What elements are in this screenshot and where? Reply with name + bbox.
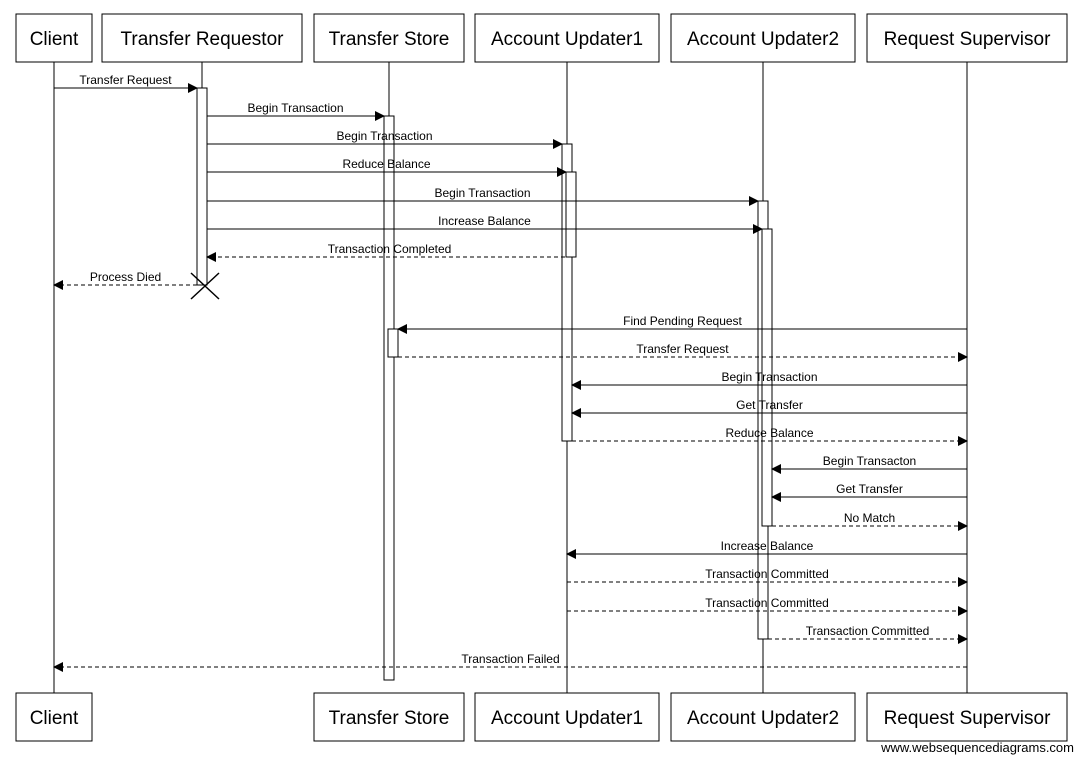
- message-label: Reduce Balance: [725, 426, 813, 440]
- terminator: [190, 272, 220, 300]
- message-label: Transaction Committed: [806, 624, 930, 638]
- message-label: Begin Transaction: [434, 186, 530, 200]
- message: Reduce Balance: [207, 157, 567, 177]
- message: Transaction Committed: [768, 624, 968, 644]
- actor-upd1-bottom: Account Updater1: [474, 692, 660, 742]
- activation-bar-upd1: [561, 143, 573, 442]
- actor-requestor-top: Transfer Requestor: [101, 13, 303, 63]
- destroy-x-icon: [190, 272, 220, 300]
- message: Reduce Balance: [572, 426, 968, 446]
- message: Find Pending Request: [397, 314, 967, 334]
- activation-bar-store: [383, 115, 395, 681]
- actor-supervisor-top: Request Supervisor: [866, 13, 1068, 63]
- message: Transaction Committed: [567, 596, 968, 616]
- message-label: Begin Transaction: [336, 129, 432, 143]
- actor-upd2-top: Account Updater2: [670, 13, 856, 63]
- actor-label: Account Updater1: [491, 29, 643, 50]
- actor-label: Client: [30, 29, 79, 50]
- message-label: Reduce Balance: [342, 157, 430, 171]
- activation-bar-store: [387, 328, 399, 358]
- actor-label: Transfer Requestor: [121, 29, 285, 50]
- actor-box: [670, 13, 856, 63]
- actor-label: Transfer Store: [329, 29, 450, 50]
- message: Increase Balance: [207, 214, 763, 234]
- actor-client-top: Client: [15, 13, 93, 63]
- actor-box: [474, 692, 660, 742]
- activation-bar-requestor: [196, 87, 208, 286]
- actor-box: [313, 692, 465, 742]
- lifelines: [53, 62, 968, 693]
- actor-box: [866, 692, 1068, 742]
- message: Begin Transaction: [571, 370, 967, 390]
- actor-label: Account Updater2: [687, 29, 839, 50]
- message: Get Transfer: [571, 398, 967, 418]
- message-label: Find Pending Request: [623, 314, 742, 328]
- activation-bar-upd2: [761, 228, 773, 527]
- actor-upd2-bottom: Account Updater2: [670, 692, 856, 742]
- message: No Match: [772, 511, 968, 531]
- message: Increase Balance: [566, 539, 967, 559]
- actor-box: [866, 13, 1068, 63]
- message-label: Begin Transacton: [823, 454, 916, 468]
- actor-label: Transfer Store: [329, 708, 450, 729]
- message: Begin Transaction: [207, 186, 759, 206]
- message-label: Transfer Request: [79, 73, 172, 87]
- message: Begin Transacton: [771, 454, 967, 474]
- message-label: Process Died: [90, 270, 161, 284]
- message-label: Transaction Failed: [461, 652, 559, 666]
- message-label: Increase Balance: [721, 539, 814, 553]
- actor-box: [101, 13, 303, 63]
- message: Process Died: [53, 270, 197, 290]
- message: Transfer Request: [398, 342, 968, 362]
- actor-store-bottom: Transfer Store: [313, 692, 465, 742]
- message-label: Begin Transaction: [721, 370, 817, 384]
- message: Transaction Completed: [206, 242, 572, 262]
- message: Transaction Failed: [53, 652, 967, 672]
- actor-label: Account Updater2: [687, 708, 839, 729]
- message-label: Get Transfer: [736, 398, 803, 412]
- message-label: Get Transfer: [836, 482, 903, 496]
- actor-client-bottom: Client: [15, 692, 93, 742]
- message-label: Begin Transaction: [247, 101, 343, 115]
- message-label: Transfer Request: [636, 342, 729, 356]
- actor-store-top: Transfer Store: [313, 13, 465, 63]
- actor-box: [15, 692, 93, 742]
- actor-box: [313, 13, 465, 63]
- watermark-text: www.websequencediagrams.com: [880, 740, 1074, 755]
- actors-top: Client Transfer Requestor Transfer Store Ac…: [15, 13, 1068, 63]
- actor-supervisor-bottom: Request Supervisor: [866, 692, 1068, 742]
- message-label: Transaction Committed: [705, 596, 829, 610]
- actors-bottom: Client Transfer Store Account Updater1 Acco…: [15, 692, 1068, 742]
- actor-label: Request Supervisor: [884, 708, 1052, 729]
- message: Begin Transaction: [207, 129, 563, 149]
- activation-bar-upd1: [565, 171, 577, 258]
- actor-label: Client: [30, 708, 79, 729]
- actor-box: [15, 13, 93, 63]
- activation-bars: [196, 87, 773, 681]
- actor-box: [474, 13, 660, 63]
- message: Get Transfer: [771, 482, 967, 502]
- message-label: Increase Balance: [438, 214, 531, 228]
- message-label: Transaction Completed: [328, 242, 452, 256]
- actor-upd1-top: Account Updater1: [474, 13, 660, 63]
- message: Begin Transaction: [207, 101, 385, 121]
- message: Transfer Request: [54, 73, 198, 93]
- actor-box: [670, 692, 856, 742]
- actor-label: Request Supervisor: [884, 29, 1052, 50]
- message-label: No Match: [844, 511, 895, 525]
- message: Transaction Committed: [567, 567, 968, 587]
- actor-label: Account Updater1: [491, 708, 643, 729]
- message-label: Transaction Committed: [705, 567, 829, 581]
